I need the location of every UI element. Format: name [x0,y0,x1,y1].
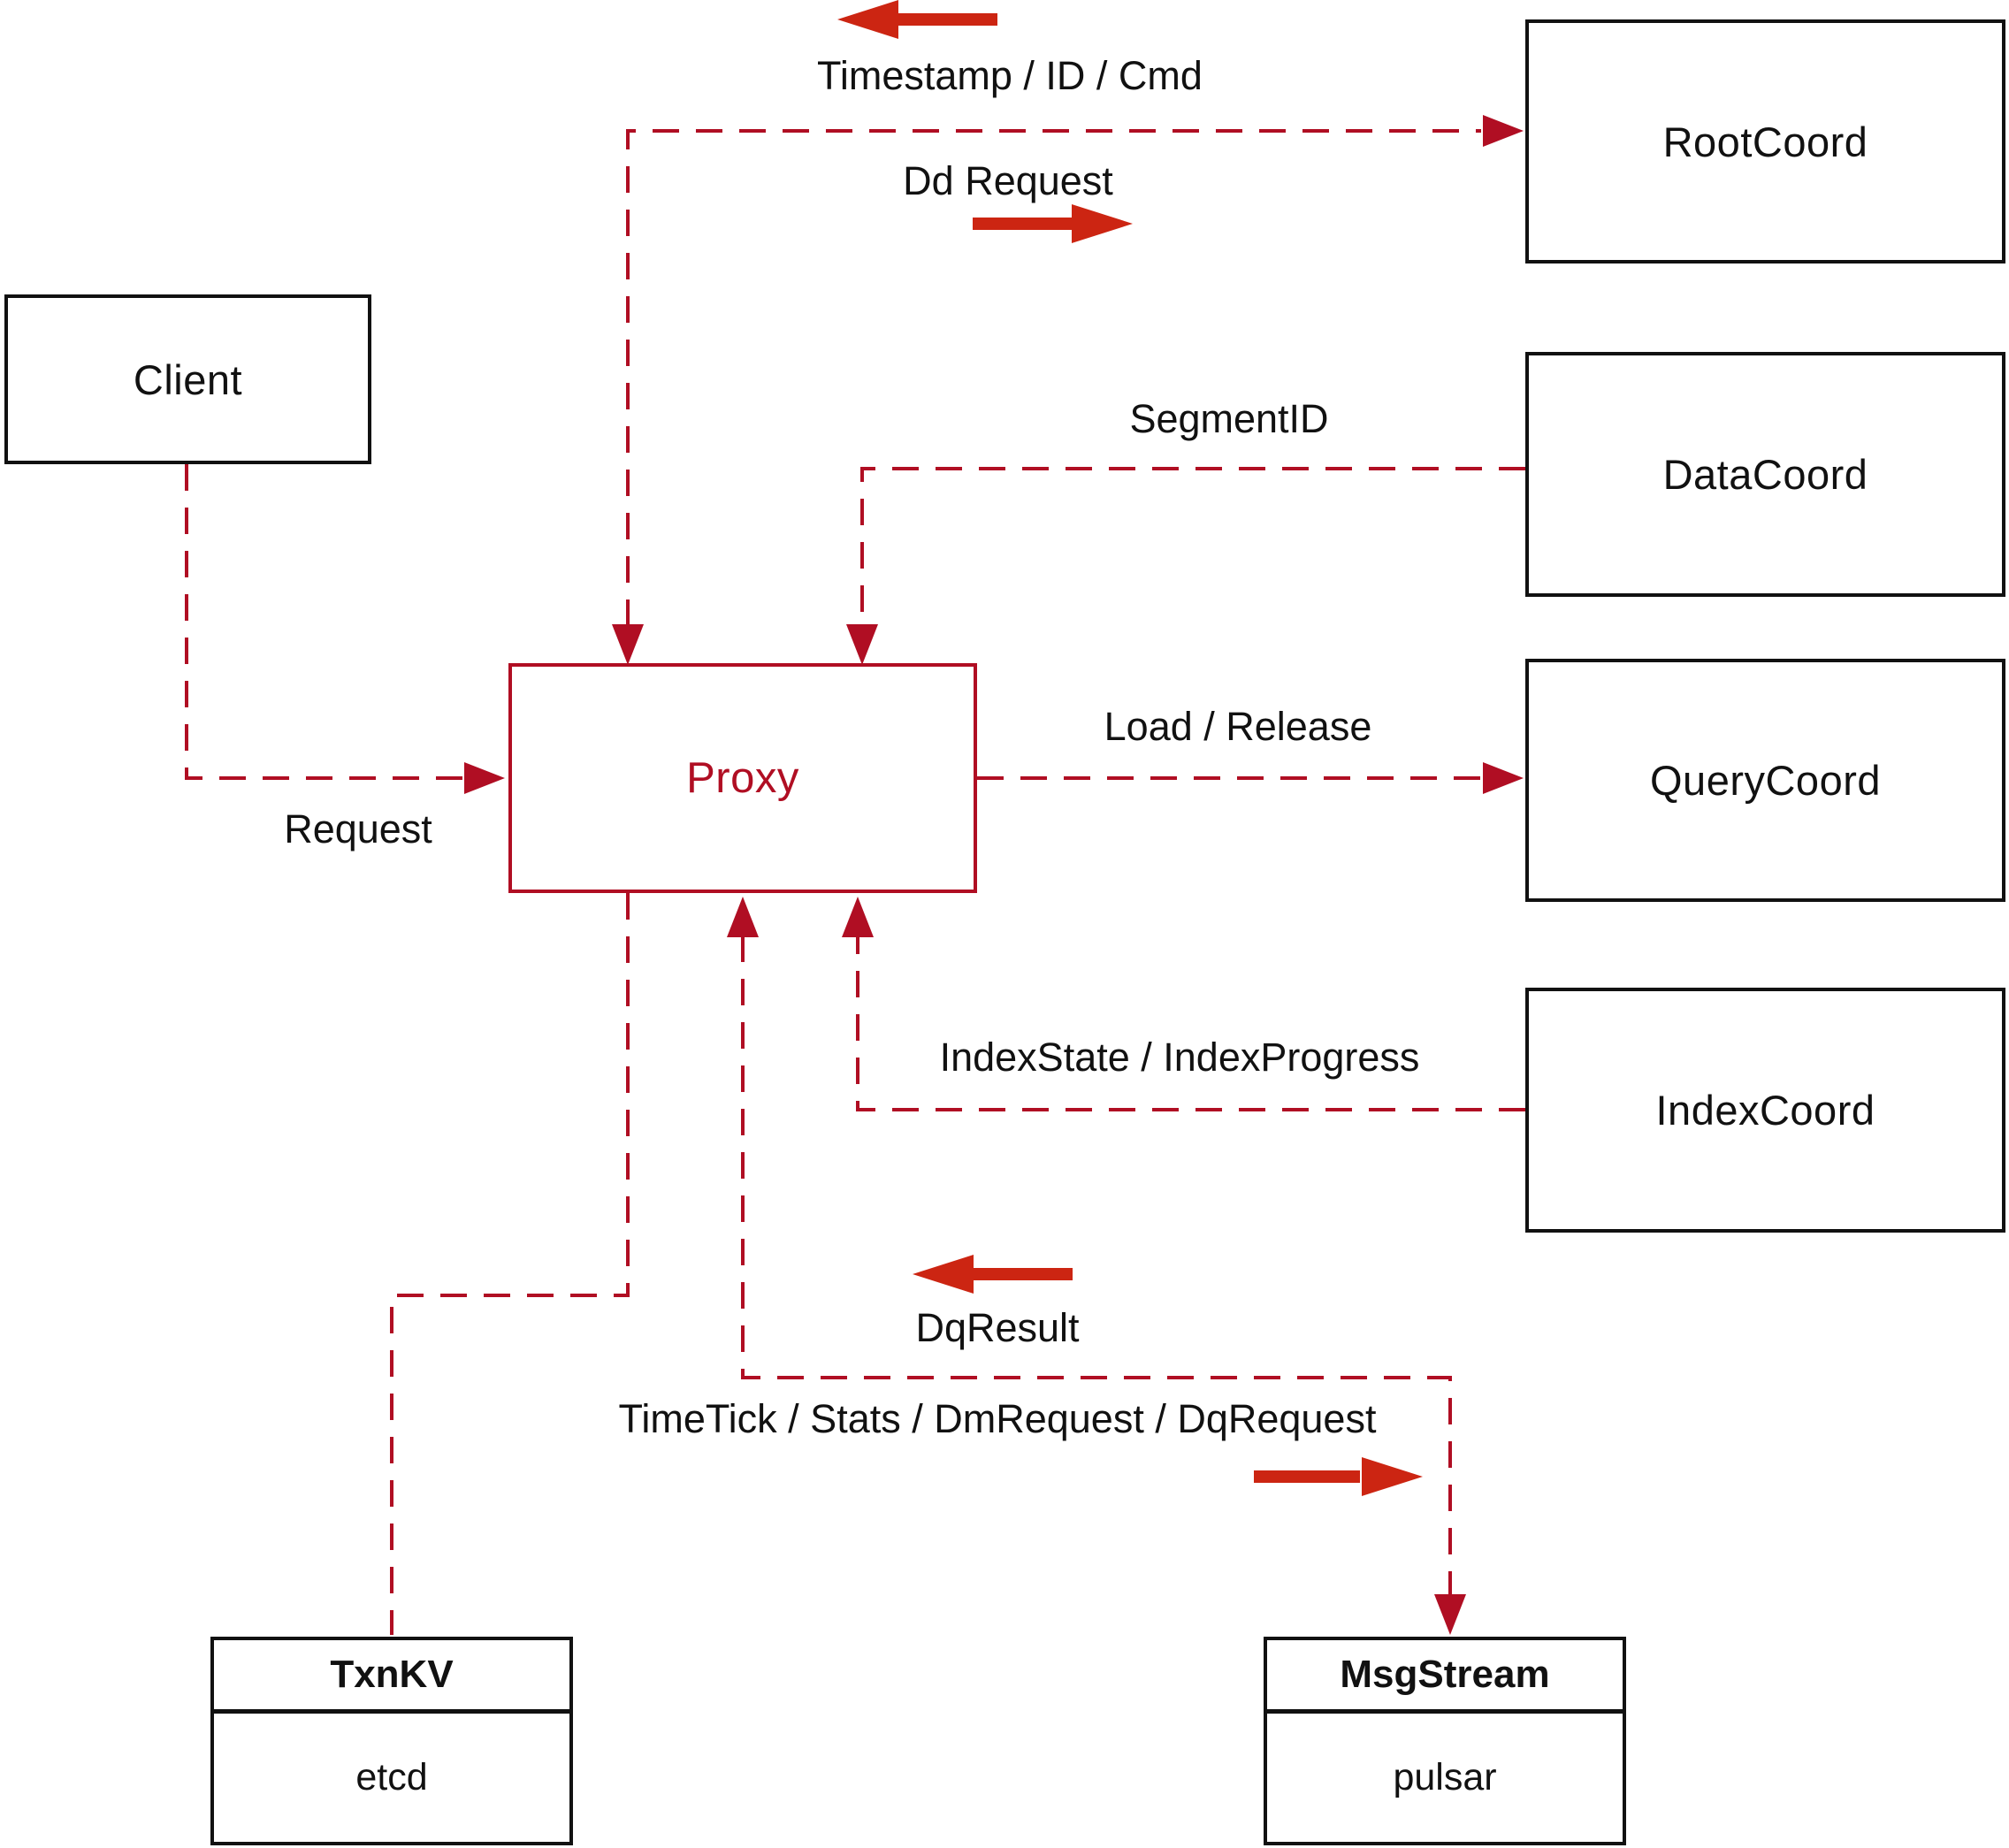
edge-label-request: Request [284,806,432,851]
edge-datacoord-proxy [860,467,1525,626]
arrowhead-into-rootcoord [1483,115,1524,147]
edge-label-time-tick: TimeTick / Stats / DmRequest / DqRequest [618,1396,1377,1441]
edge-proxy-msgstream [741,935,1452,1596]
edge-label-segment-id: SegmentID [1129,396,1329,441]
direction-arrow-time-tick [1254,1457,1423,1496]
node-txnkv-title: TxnKV [214,1640,569,1714]
arrowhead-into-proxy-top-left [612,624,644,665]
node-querycoord: QueryCoord [1525,659,2005,902]
edge-rootcoord-proxy [626,129,1481,626]
edge-label-dd-request: Dd Request [903,158,1113,203]
node-querycoord-label: QueryCoord [1650,757,1881,804]
arrowhead-into-proxy-top-right [846,624,878,665]
direction-arrow-timestamp [837,0,997,39]
node-client: Client [4,294,371,464]
node-txnkv: TxnKV etcd [210,1637,573,1845]
direction-arrow-dq-result [913,1255,1073,1294]
edge-indexcoord-proxy [856,935,1525,1111]
node-msgstream: MsgStream pulsar [1264,1637,1626,1845]
node-proxy: Proxy [508,663,977,893]
node-msgstream-title: MsgStream [1267,1640,1623,1714]
node-rootcoord: RootCoord [1525,19,2005,263]
arrowhead-into-msgstream [1434,1594,1466,1635]
node-rootcoord-label: RootCoord [1662,118,1868,165]
node-msgstream-impl: pulsar [1393,1756,1497,1798]
edge-label-timestamp-id-cmd: Timestamp / ID / Cmd [817,53,1203,98]
edge-label-index-state: IndexState / IndexProgress [939,1035,1420,1080]
node-indexcoord: IndexCoord [1525,988,2005,1233]
edge-proxy-txnkv [390,893,630,1635]
arrowhead-into-querycoord [1483,762,1524,794]
node-indexcoord-label: IndexCoord [1655,1087,1875,1134]
node-client-label: Client [133,355,243,403]
arrowhead-into-proxy-bottom-right [842,897,874,937]
edge-label-load-release: Load / Release [1104,704,1372,749]
edge-label-dq-result: DqResult [915,1305,1080,1350]
node-datacoord: DataCoord [1525,352,2005,597]
arrowhead-into-proxy-left [464,762,505,794]
node-datacoord-label: DataCoord [1662,451,1868,498]
arrowhead-into-proxy-bottom-mid [727,897,759,937]
edge-client-proxy [185,464,468,780]
direction-arrow-dd-request [973,204,1133,243]
node-proxy-label: Proxy [686,754,799,802]
node-txnkv-impl: etcd [355,1756,428,1798]
